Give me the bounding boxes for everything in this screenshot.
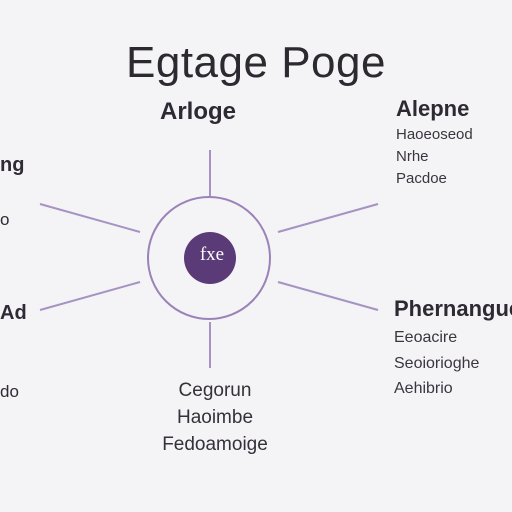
node-text-line: Haoeoseod [396, 126, 473, 144]
node-bottom-right: Phernangue Eeoacire Seoiorioghe Aehibrio [394, 296, 512, 398]
node-text-line: Pacdoe [396, 170, 447, 188]
node-text-line: Eeoacire [394, 329, 458, 347]
node-text-line: Haoimbe [176, 406, 254, 428]
spoke-lower-right [277, 281, 379, 311]
node-text-line: Cegorun [178, 380, 252, 401]
node-heading: Alepne [396, 96, 470, 121]
left-edge-fragment: o [0, 210, 10, 229]
node-text-line: Fedoamoige [162, 433, 268, 455]
node-heading: Phernangue [394, 296, 512, 321]
spoke-lower-left [39, 281, 141, 311]
left-edge-fragment: do [0, 382, 19, 401]
node-bottom-center: Cegorun Haoimbe Fedoamoige [150, 380, 280, 460]
node-text-line: Seoiorioghe [394, 354, 480, 372]
diagram-title: Egtage Poge [126, 38, 386, 87]
node-top-center: Arloge [160, 98, 236, 127]
center-node [184, 232, 236, 284]
left-edge-fragment: Ad [0, 302, 27, 324]
node-heading: Arloge [160, 98, 237, 125]
outer-ring [147, 196, 271, 320]
node-text-line: Nrhe [396, 148, 429, 166]
spoke-upper-right [277, 203, 379, 233]
spoke-upper-left [39, 203, 141, 233]
node-top-right: Alepne Haoeoseod Nrhe Pacdoe [396, 96, 473, 188]
left-edge-fragment: ng [0, 154, 25, 176]
node-text-line: Aehibrio [394, 379, 453, 397]
center-node-label: fxe [199, 244, 225, 265]
